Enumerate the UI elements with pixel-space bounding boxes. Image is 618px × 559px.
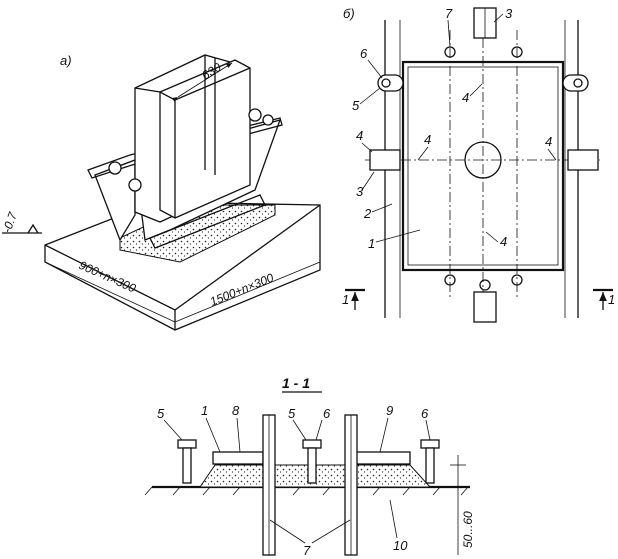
grout-hole — [464, 141, 502, 179]
svg-text:6: 6 — [360, 46, 368, 61]
anchor-bolts-plan — [444, 46, 523, 286]
concrete-hatch — [144, 486, 469, 496]
svg-text:2: 2 — [363, 206, 372, 221]
svg-text:1: 1 — [368, 236, 375, 251]
svg-text:5: 5 — [352, 98, 360, 113]
lug-right — [567, 149, 599, 171]
svg-text:4: 4 — [500, 234, 507, 249]
svg-text:4: 4 — [424, 132, 431, 147]
level-text: -0.7 — [0, 209, 20, 234]
svg-text:1: 1 — [608, 292, 615, 307]
svg-text:4: 4 — [356, 128, 363, 143]
traverse-left — [94, 159, 136, 242]
gap-dim-text: 50...60 — [461, 511, 475, 548]
view-b-callouts: 7 3 6 5 4 4 4 4 3 2 1 4 — [352, 6, 557, 251]
svg-text:6: 6 — [323, 406, 331, 421]
anchor-bolts-top — [108, 108, 274, 192]
svg-text:3: 3 — [356, 184, 364, 199]
view-a-isometric: 630 900+n×300 1500+n×300 -0.7 а) — [0, 53, 321, 331]
section-1-1: 1 - 1 50...60 5 1 8 — [144, 375, 475, 558]
section-mark-right: 1 — [593, 288, 615, 310]
section-callouts: 5 1 8 5 6 9 6 7 10 — [157, 403, 431, 558]
svg-text:7: 7 — [445, 6, 453, 21]
dim-630-line — [171, 62, 233, 103]
svg-text:5: 5 — [157, 406, 165, 421]
lug-left — [369, 149, 401, 171]
view-b-plan: б) 1 — [342, 6, 615, 323]
section-title: 1 - 1 — [282, 375, 310, 391]
svg-text:1: 1 — [201, 403, 208, 418]
eye-right — [562, 74, 589, 92]
plate-right — [354, 451, 411, 465]
svg-text:4: 4 — [545, 134, 552, 149]
svg-text:4: 4 — [462, 90, 469, 105]
lug-bottom — [473, 291, 497, 323]
view-b-label: б) — [343, 6, 355, 21]
column-edges — [134, 87, 176, 218]
svg-text:5: 5 — [288, 406, 296, 421]
dim-side-1-line — [44, 261, 176, 323]
svg-text:3: 3 — [505, 6, 513, 21]
view-a-label: а) — [60, 53, 72, 68]
svg-text:1: 1 — [342, 292, 349, 307]
svg-text:10: 10 — [393, 538, 408, 553]
base-plate-strip — [149, 194, 266, 249]
level-mark — [27, 223, 39, 234]
svg-text:6: 6 — [421, 406, 429, 421]
dim-side-2-line — [174, 261, 321, 323]
svg-text:8: 8 — [232, 403, 240, 418]
plate-left — [212, 451, 264, 465]
svg-text:9: 9 — [386, 403, 393, 418]
section-bolts — [177, 439, 440, 484]
section-mark-left: 1 — [342, 288, 365, 310]
base-plate-inner — [407, 66, 559, 266]
traverse-top-flange — [87, 117, 283, 179]
svg-text:7: 7 — [303, 543, 311, 558]
